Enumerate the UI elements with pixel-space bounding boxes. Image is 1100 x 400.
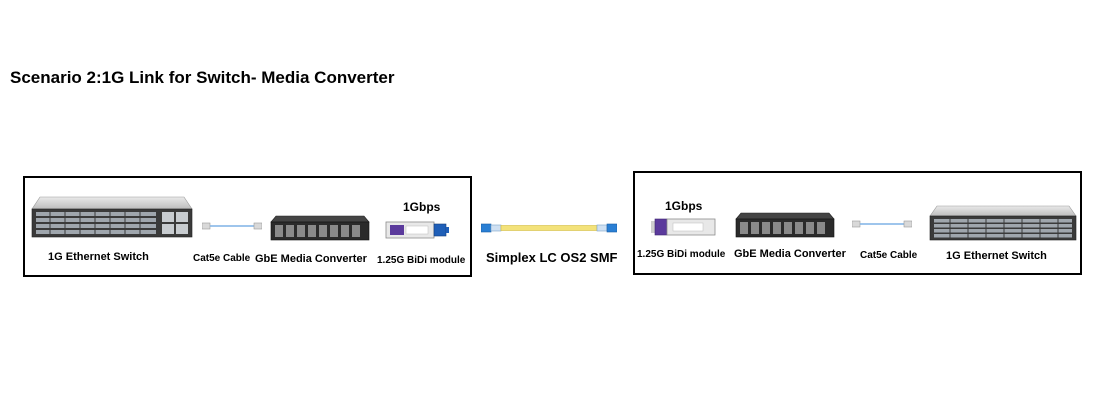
patch-cable-icon <box>202 222 262 230</box>
lc-fiber-patch-cord-icon <box>481 223 617 233</box>
diagram-title: Scenario 2:1G Link for Switch- Media Con… <box>10 68 395 87</box>
rack-switch-icon <box>929 205 1077 241</box>
left-converter-label: GbE Media Converter <box>255 253 367 265</box>
left-switch-label: 1G Ethernet Switch <box>48 251 149 263</box>
left-media-converter <box>270 214 370 242</box>
right-speed-label: 1Gbps <box>665 199 703 213</box>
left-cat5e-cable <box>202 221 262 231</box>
fiber-label: Simplex LC OS2 SMF <box>486 250 618 265</box>
sfp-bidi-transceiver-icon <box>385 221 449 239</box>
right-cable-label: Cat5e Cable <box>860 250 918 261</box>
left-cable-label: Cat5e Cable <box>193 253 251 264</box>
media-converter-chassis-icon <box>735 212 835 238</box>
right-media-converter <box>735 211 835 239</box>
right-switch-label: 1G Ethernet Switch <box>946 250 1047 262</box>
left-bidi-module <box>384 219 450 241</box>
sfp-bidi-transceiver-icon <box>651 218 716 236</box>
right-ethernet-switch <box>928 203 1078 243</box>
right-cat5e-cable <box>852 219 912 229</box>
rack-switch-icon <box>31 196 193 238</box>
media-converter-chassis-icon <box>270 215 370 241</box>
patch-cable-icon <box>852 220 912 228</box>
right-converter-label: GbE Media Converter <box>734 248 846 260</box>
left-ethernet-switch <box>30 193 194 241</box>
simplex-fiber-cord <box>481 219 617 237</box>
right-module-label: 1.25G BiDi module <box>637 249 726 260</box>
right-bidi-module <box>651 216 719 238</box>
left-module-label: 1.25G BiDi module <box>377 255 466 266</box>
left-speed-label: 1Gbps <box>403 200 441 214</box>
